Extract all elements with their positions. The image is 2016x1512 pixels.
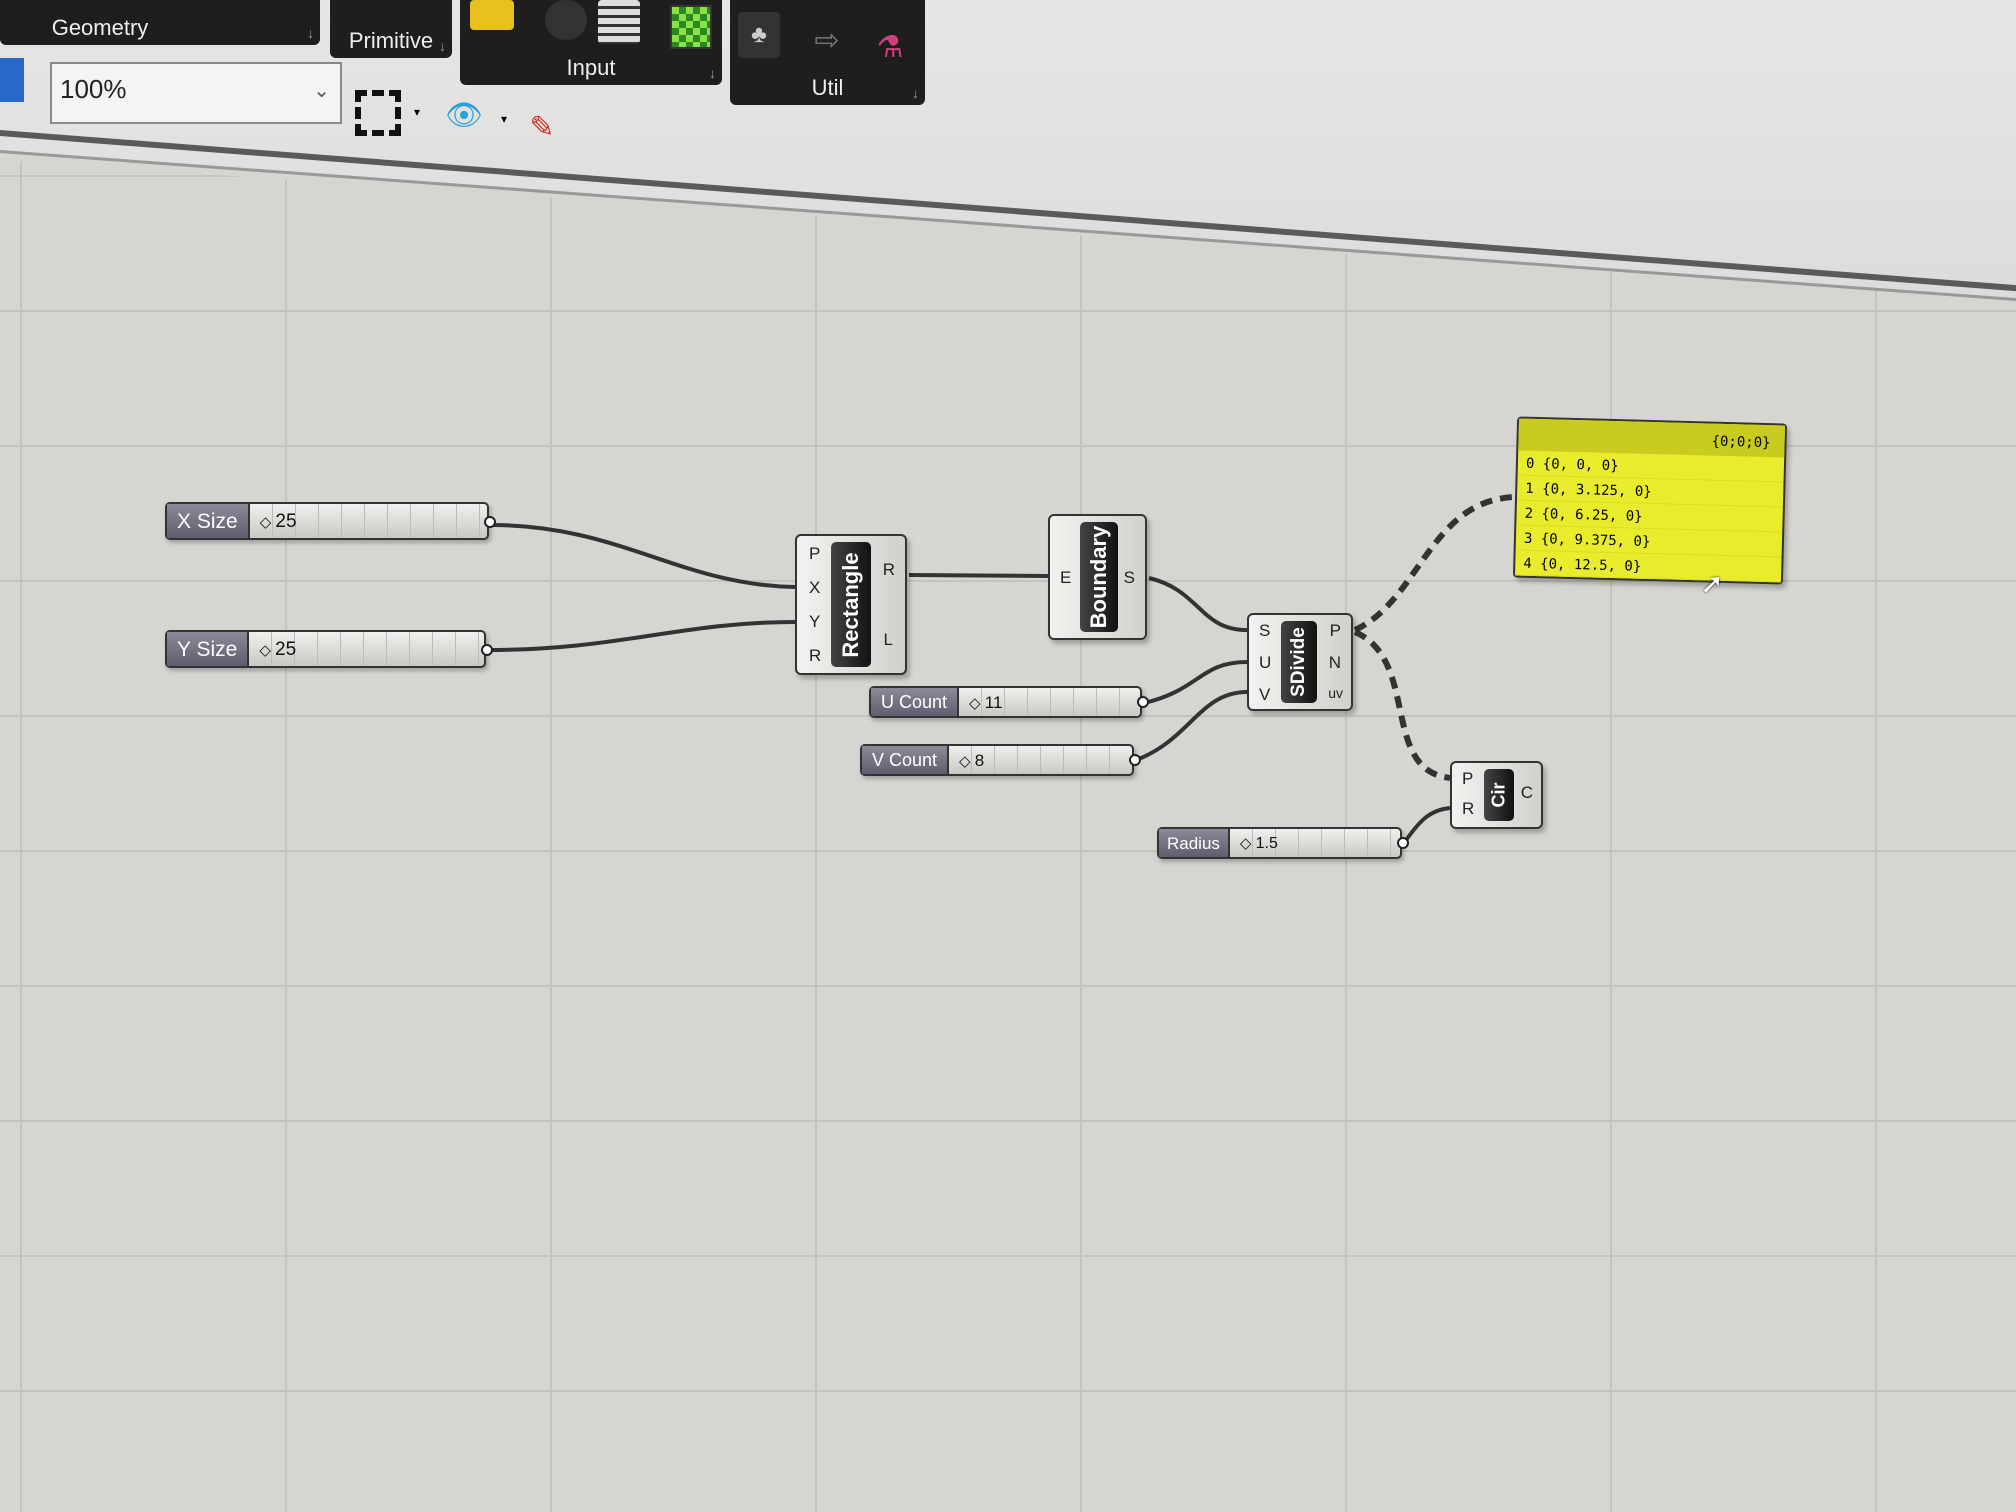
- slider-value[interactable]: 25: [249, 632, 484, 666]
- dropdown-arrow-icon[interactable]: ▾: [413, 105, 421, 119]
- output-port-r[interactable]: R: [882, 560, 895, 579]
- dropdown-arrow-icon[interactable]: ▾: [500, 112, 508, 126]
- component-label: Rectangle: [838, 551, 863, 658]
- zoom-extents-icon[interactable]: [355, 90, 401, 136]
- zoom-dropdown[interactable]: 100% ⌄: [50, 62, 342, 124]
- output-grip[interactable]: [1397, 837, 1409, 849]
- flask-icon[interactable]: ⚗: [876, 30, 904, 64]
- wire-sdivide-panel: [1353, 494, 1516, 633]
- wire-ysize-rect: [487, 620, 796, 652]
- knob-icon[interactable]: [545, 0, 587, 40]
- input-port-u[interactable]: U: [1259, 653, 1272, 672]
- input-port-x[interactable]: X: [809, 578, 821, 597]
- component-label-core: Boundary: [1080, 522, 1118, 632]
- input-port-p[interactable]: P: [809, 544, 821, 563]
- output-grip[interactable]: [484, 516, 496, 528]
- tab-label: Input: [566, 55, 616, 80]
- slider-v-count[interactable]: V Count8: [860, 744, 1141, 776]
- wire-vcount-sdivide: [1135, 690, 1248, 762]
- slider-name: V Count: [862, 746, 950, 774]
- input-port-s[interactable]: S: [1259, 621, 1271, 640]
- component-label-core: Cir: [1484, 769, 1514, 821]
- input-port-r[interactable]: R: [1462, 799, 1475, 818]
- input-port-y[interactable]: Y: [809, 612, 821, 631]
- slider-name: Y Size: [167, 632, 250, 666]
- graph-mapper-icon[interactable]: [470, 0, 514, 30]
- panel-output[interactable]: {0;0;0} 0 {0, 0, 0} 1 {0, 3.125, 0} 2 {0…: [1512, 416, 1788, 585]
- input-port-e[interactable]: E: [1060, 568, 1072, 587]
- slider-name: U Count: [871, 688, 960, 716]
- zoom-value: 100%: [60, 74, 127, 104]
- value-list-icon[interactable]: [598, 0, 640, 44]
- output-grip[interactable]: [481, 644, 493, 656]
- input-port-v[interactable]: V: [1259, 685, 1271, 704]
- component-boundary[interactable]: Boundary E S: [1048, 514, 1147, 640]
- component-label: Boundary: [1086, 525, 1111, 629]
- slider-value[interactable]: 8: [949, 746, 1132, 774]
- expand-arrow-icon[interactable]: ↓: [912, 85, 919, 101]
- tab-primitive[interactable]: Primitive ↓: [330, 0, 452, 58]
- component-label: SDivide: [1288, 627, 1309, 697]
- tab-label: Util: [811, 75, 844, 100]
- output-grip[interactable]: [1137, 696, 1149, 708]
- output-port-c[interactable]: C: [1520, 783, 1533, 802]
- wire-rect-boundary: [908, 573, 1049, 578]
- input-port-p[interactable]: P: [1462, 769, 1474, 788]
- output-port-p[interactable]: P: [1329, 621, 1341, 640]
- input-port-r[interactable]: R: [809, 646, 822, 665]
- output-port-n[interactable]: N: [1328, 653, 1341, 672]
- colour-swatch-icon[interactable]: [670, 5, 712, 49]
- slider-y-size[interactable]: Y Size25: [165, 630, 493, 668]
- chevron-down-icon: ⌄: [313, 80, 330, 102]
- tab-geometry[interactable]: Geometry ↓: [0, 0, 320, 45]
- wire-xsize-rect: [490, 523, 796, 589]
- slider-value[interactable]: 11: [959, 688, 1140, 716]
- wire-sdivide-circle: [1353, 629, 1451, 781]
- expand-arrow-icon[interactable]: ↓: [307, 25, 314, 41]
- slider-name: Radius: [1159, 829, 1230, 857]
- slider-radius[interactable]: Radius1.5: [1157, 827, 1409, 859]
- output-port-l[interactable]: L: [883, 630, 893, 649]
- wire-radius-circle: [1402, 806, 1451, 845]
- output-port-uv[interactable]: uv: [1328, 685, 1343, 701]
- component-rectangle[interactable]: Rectangle P X Y R R L: [795, 534, 907, 675]
- tree-icon[interactable]: ♣: [738, 12, 780, 58]
- component-label-core: Rectangle: [831, 542, 871, 667]
- slider-value[interactable]: 1.5: [1229, 829, 1400, 857]
- tab-label: Primitive: [348, 28, 434, 53]
- mouse-cursor-icon: ➚: [1700, 567, 1724, 599]
- output-port-s[interactable]: S: [1123, 568, 1135, 587]
- component-label: Cir: [1488, 782, 1509, 808]
- slider-value[interactable]: 25: [249, 504, 487, 538]
- wire-boundary-sdivide: [1148, 576, 1248, 632]
- expand-arrow-icon[interactable]: ↓: [439, 38, 446, 54]
- component-circle[interactable]: Cir P R C: [1450, 761, 1543, 829]
- output-grip[interactable]: [1129, 754, 1141, 766]
- sketch-pen-icon[interactable]: ✎: [529, 110, 555, 144]
- preview-eye-icon[interactable]: 👁: [444, 98, 484, 132]
- tab-label: Geometry: [51, 15, 149, 40]
- slider-x-size[interactable]: X Size25: [165, 502, 496, 540]
- expand-arrow-icon[interactable]: ↓: [709, 65, 716, 81]
- save-icon[interactable]: [0, 58, 24, 102]
- wire-ucount-sdivide: [1143, 660, 1248, 705]
- slider-u-count[interactable]: U Count11: [869, 686, 1149, 718]
- slider-name: X Size: [167, 504, 250, 538]
- component-label-core: SDivide: [1281, 621, 1317, 703]
- component-sdivide[interactable]: SDivide S U V P N uv: [1247, 613, 1353, 711]
- arrow-right-icon[interactable]: ⇨: [814, 23, 840, 57]
